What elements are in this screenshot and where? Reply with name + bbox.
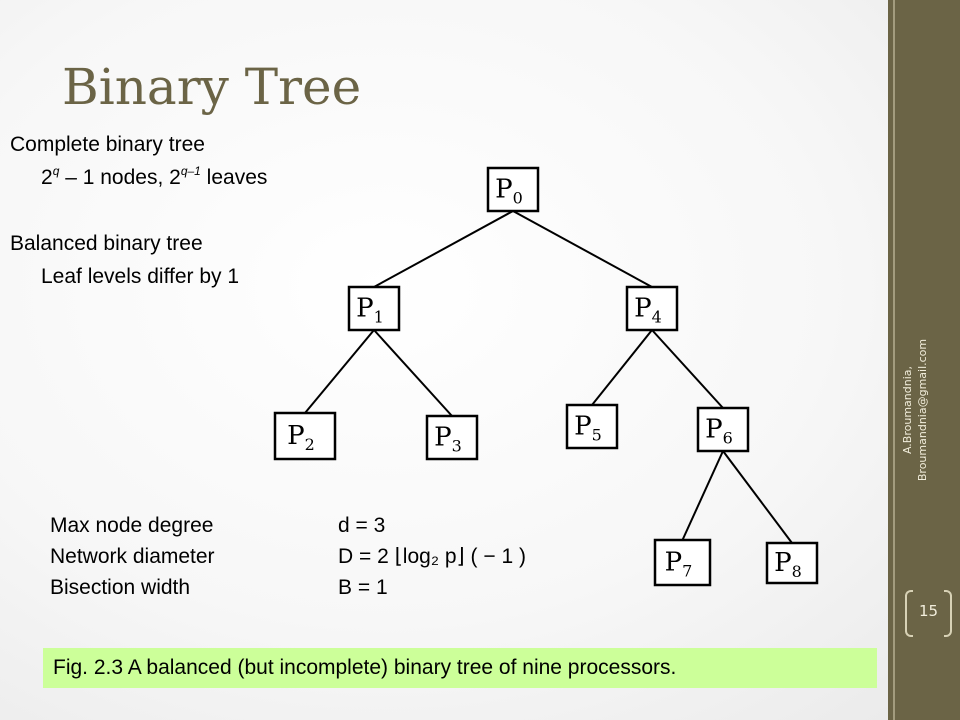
tree-edge-p4-p6 <box>651 329 724 409</box>
intro-text: Complete binary tree 2q – 1 nodes, 2q–1 … <box>10 128 267 293</box>
tree-edge-p6-p7 <box>681 450 724 541</box>
tree-edge-p0-p1 <box>373 210 514 288</box>
tree-node-p2: P2 <box>273 411 337 461</box>
tree-node-box <box>347 285 401 332</box>
tree-edge-p4-p5 <box>591 329 653 406</box>
tree-node-label: P8 <box>774 548 802 581</box>
side-band <box>888 0 960 720</box>
tree-node-box <box>273 411 337 461</box>
tree-node-p8: P8 <box>765 541 819 585</box>
balanced-tree-desc: Leaf levels differ by 1 <box>41 265 240 288</box>
tree-node-box <box>653 538 712 587</box>
tree-node-box <box>625 285 679 332</box>
complete-tree-heading: Complete binary tree <box>10 133 205 156</box>
tree-node-p1: P1 <box>347 285 401 332</box>
side-band-divider <box>893 0 895 720</box>
tree-node-p0: P0 <box>486 166 540 213</box>
tree-edge-p1-p3 <box>373 329 453 417</box>
tree-node-box <box>565 403 619 450</box>
tree-node-box <box>425 414 479 461</box>
author-name: A.Broumandnia, <box>901 365 914 455</box>
author-credit: A.Broumandnia, Broumandnia@gmail.com <box>900 339 930 500</box>
author-email: Broumandnia@gmail.com <box>916 338 929 482</box>
tree-node-label: P2 <box>287 421 315 454</box>
tree-node-label: P0 <box>495 175 523 208</box>
figure-caption: Fig. 2.3 A balanced (but incomplete) bin… <box>43 648 877 688</box>
tree-node-p5: P5 <box>565 403 619 450</box>
tree-node-label: P7 <box>665 548 693 581</box>
tree-node-label: P6 <box>705 415 733 448</box>
tree-edge-p6-p8 <box>722 450 793 544</box>
tree-node-label: P5 <box>574 412 602 445</box>
tree-edge-p1-p2 <box>304 329 375 414</box>
tree-node-box <box>765 541 819 585</box>
tree-node-p3: P3 <box>425 414 479 461</box>
complete-tree-formula: 2q – 1 nodes, 2q–1 leaves <box>41 164 268 189</box>
tree-node-p6: P6 <box>696 406 750 453</box>
tree-node-label: P4 <box>634 294 662 327</box>
tree-node-label: P3 <box>434 423 462 456</box>
tree-node-p7: P7 <box>653 538 712 587</box>
balanced-tree-heading: Balanced binary tree <box>10 232 203 255</box>
tree-edge-p0-p4 <box>512 210 653 288</box>
tree-node-box <box>486 166 540 213</box>
tree-node-label: P1 <box>356 294 384 327</box>
page-number: 15 <box>918 602 939 620</box>
tree-node-p4: P4 <box>625 285 679 332</box>
slide-title: Binary Tree <box>62 58 362 116</box>
tree-node-box <box>696 406 750 453</box>
page-number-badge: 15 <box>905 590 952 637</box>
